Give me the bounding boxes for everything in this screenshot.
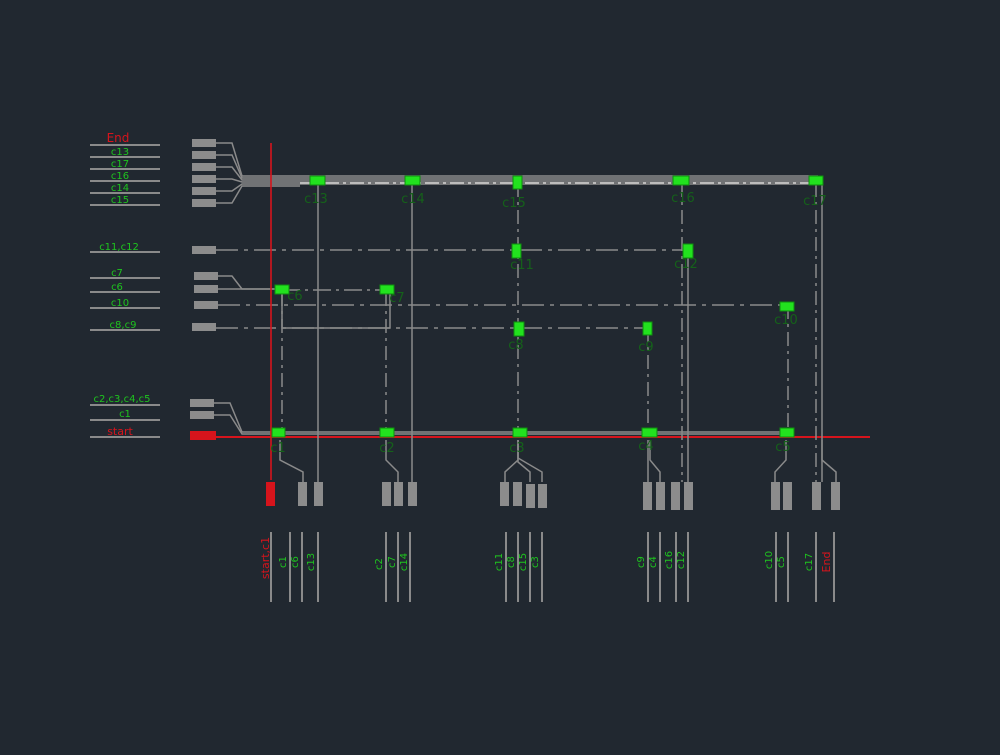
node-label-c1: c1: [270, 441, 285, 456]
bottom-leads: [279, 440, 837, 482]
node-c4: [641, 427, 658, 438]
label-c14: c14: [111, 183, 129, 194]
bottom-label-c11: c11: [494, 553, 505, 571]
bottom-rails: [270, 532, 835, 602]
left-labels: End c13 c17 c16 c14 c15 c11,c12 c7 c6 c1…: [94, 131, 151, 438]
label-c2-c3-c4-c5: c2,c3,c4,c5: [94, 394, 151, 405]
left-label-rails: [90, 144, 160, 438]
node-labels: c13 c14 c15 c16 c17 c11 c12 c6 c7 c10 c8…: [270, 191, 827, 456]
bottom-label-c13: c13: [306, 553, 317, 571]
node-label-c3: c3: [509, 441, 524, 456]
label-c6: c6: [111, 282, 123, 293]
label-c16: c16: [111, 171, 129, 182]
node-c14: [404, 175, 421, 186]
node-label-c8: c8: [508, 338, 523, 353]
node-label-c4: c4: [638, 439, 653, 454]
label-c7: c7: [111, 268, 123, 279]
bottom-label-c1: c1: [278, 556, 289, 568]
label-c1: c1: [119, 409, 131, 420]
left-terminal-blocks: [190, 139, 218, 419]
bottom-labels: start,c1 c1 c6 c13 c2 c7 c14 c11 c8 c15 …: [259, 537, 833, 579]
label-c17: c17: [111, 159, 129, 170]
node-c15: [512, 175, 523, 190]
bottom-label-c3: c3: [530, 556, 541, 568]
node-c10: [779, 301, 795, 312]
bottom-label-c12: c12: [676, 551, 687, 569]
bottom-label-c6: c6: [290, 556, 301, 568]
node-label-c17: c17: [803, 194, 827, 209]
label-c11-c12: c11,c12: [99, 242, 139, 253]
node-label-c12: c12: [674, 257, 698, 272]
bottom-label-c14: c14: [399, 553, 410, 571]
node-label-c6: c6: [287, 289, 302, 304]
bottom-label-c15: c15: [518, 553, 529, 571]
node-c11: [511, 243, 522, 259]
bottom-label-c5: c5: [776, 556, 787, 568]
start-bottom-terminal: [266, 482, 275, 506]
bottom-bus: [214, 402, 790, 435]
bottom-label-c8: c8: [506, 556, 517, 568]
vertical-drops: [281, 183, 823, 482]
bottom-label-c17: c17: [804, 553, 815, 571]
node-label-c10: c10: [774, 313, 798, 328]
node-label-c16: c16: [671, 191, 695, 206]
bottom-label-c10: c10: [764, 551, 775, 569]
bottom-label-c4: c4: [648, 556, 659, 568]
node-c16: [672, 175, 690, 186]
node-label-c13: c13: [304, 192, 328, 207]
bottom-label-c16: c16: [664, 551, 675, 569]
middle-wires: [216, 249, 788, 329]
green-nodes: [271, 175, 824, 438]
node-c13: [309, 175, 326, 186]
node-c3: [512, 427, 528, 438]
label-end: End: [107, 131, 130, 145]
node-c2: [379, 427, 395, 438]
node-c1: [271, 427, 286, 438]
node-c12: [682, 243, 694, 259]
node-c8: [513, 321, 525, 337]
node-label-c2: c2: [379, 441, 394, 456]
bottom-label-start-c1: start,c1: [259, 537, 272, 579]
label-start: start: [107, 425, 133, 438]
bottom-label-c2: c2: [374, 558, 385, 570]
label-c10: c10: [111, 298, 129, 309]
label-c13: c13: [111, 147, 129, 158]
node-label-c15: c15: [502, 196, 526, 211]
node-c6: [274, 284, 290, 295]
label-c15: c15: [111, 195, 129, 206]
start-terminal-block: [190, 431, 216, 440]
node-label-c9: c9: [638, 340, 653, 355]
node-label-c5: c5: [775, 440, 790, 455]
bottom-label-c9: c9: [636, 556, 647, 568]
node-c5: [779, 427, 795, 438]
node-label-c11: c11: [510, 258, 534, 273]
node-c9: [642, 321, 653, 336]
node-c7: [379, 284, 395, 295]
node-c17: [808, 175, 824, 186]
node-label-c14: c14: [401, 192, 425, 207]
bottom-label-c7: c7: [387, 556, 398, 568]
bottom-label-end: End: [820, 552, 833, 573]
node-label-c7: c7: [389, 291, 404, 306]
label-c8-c9: c8,c9: [110, 320, 137, 331]
bottom-terminal-blocks: [298, 482, 840, 510]
